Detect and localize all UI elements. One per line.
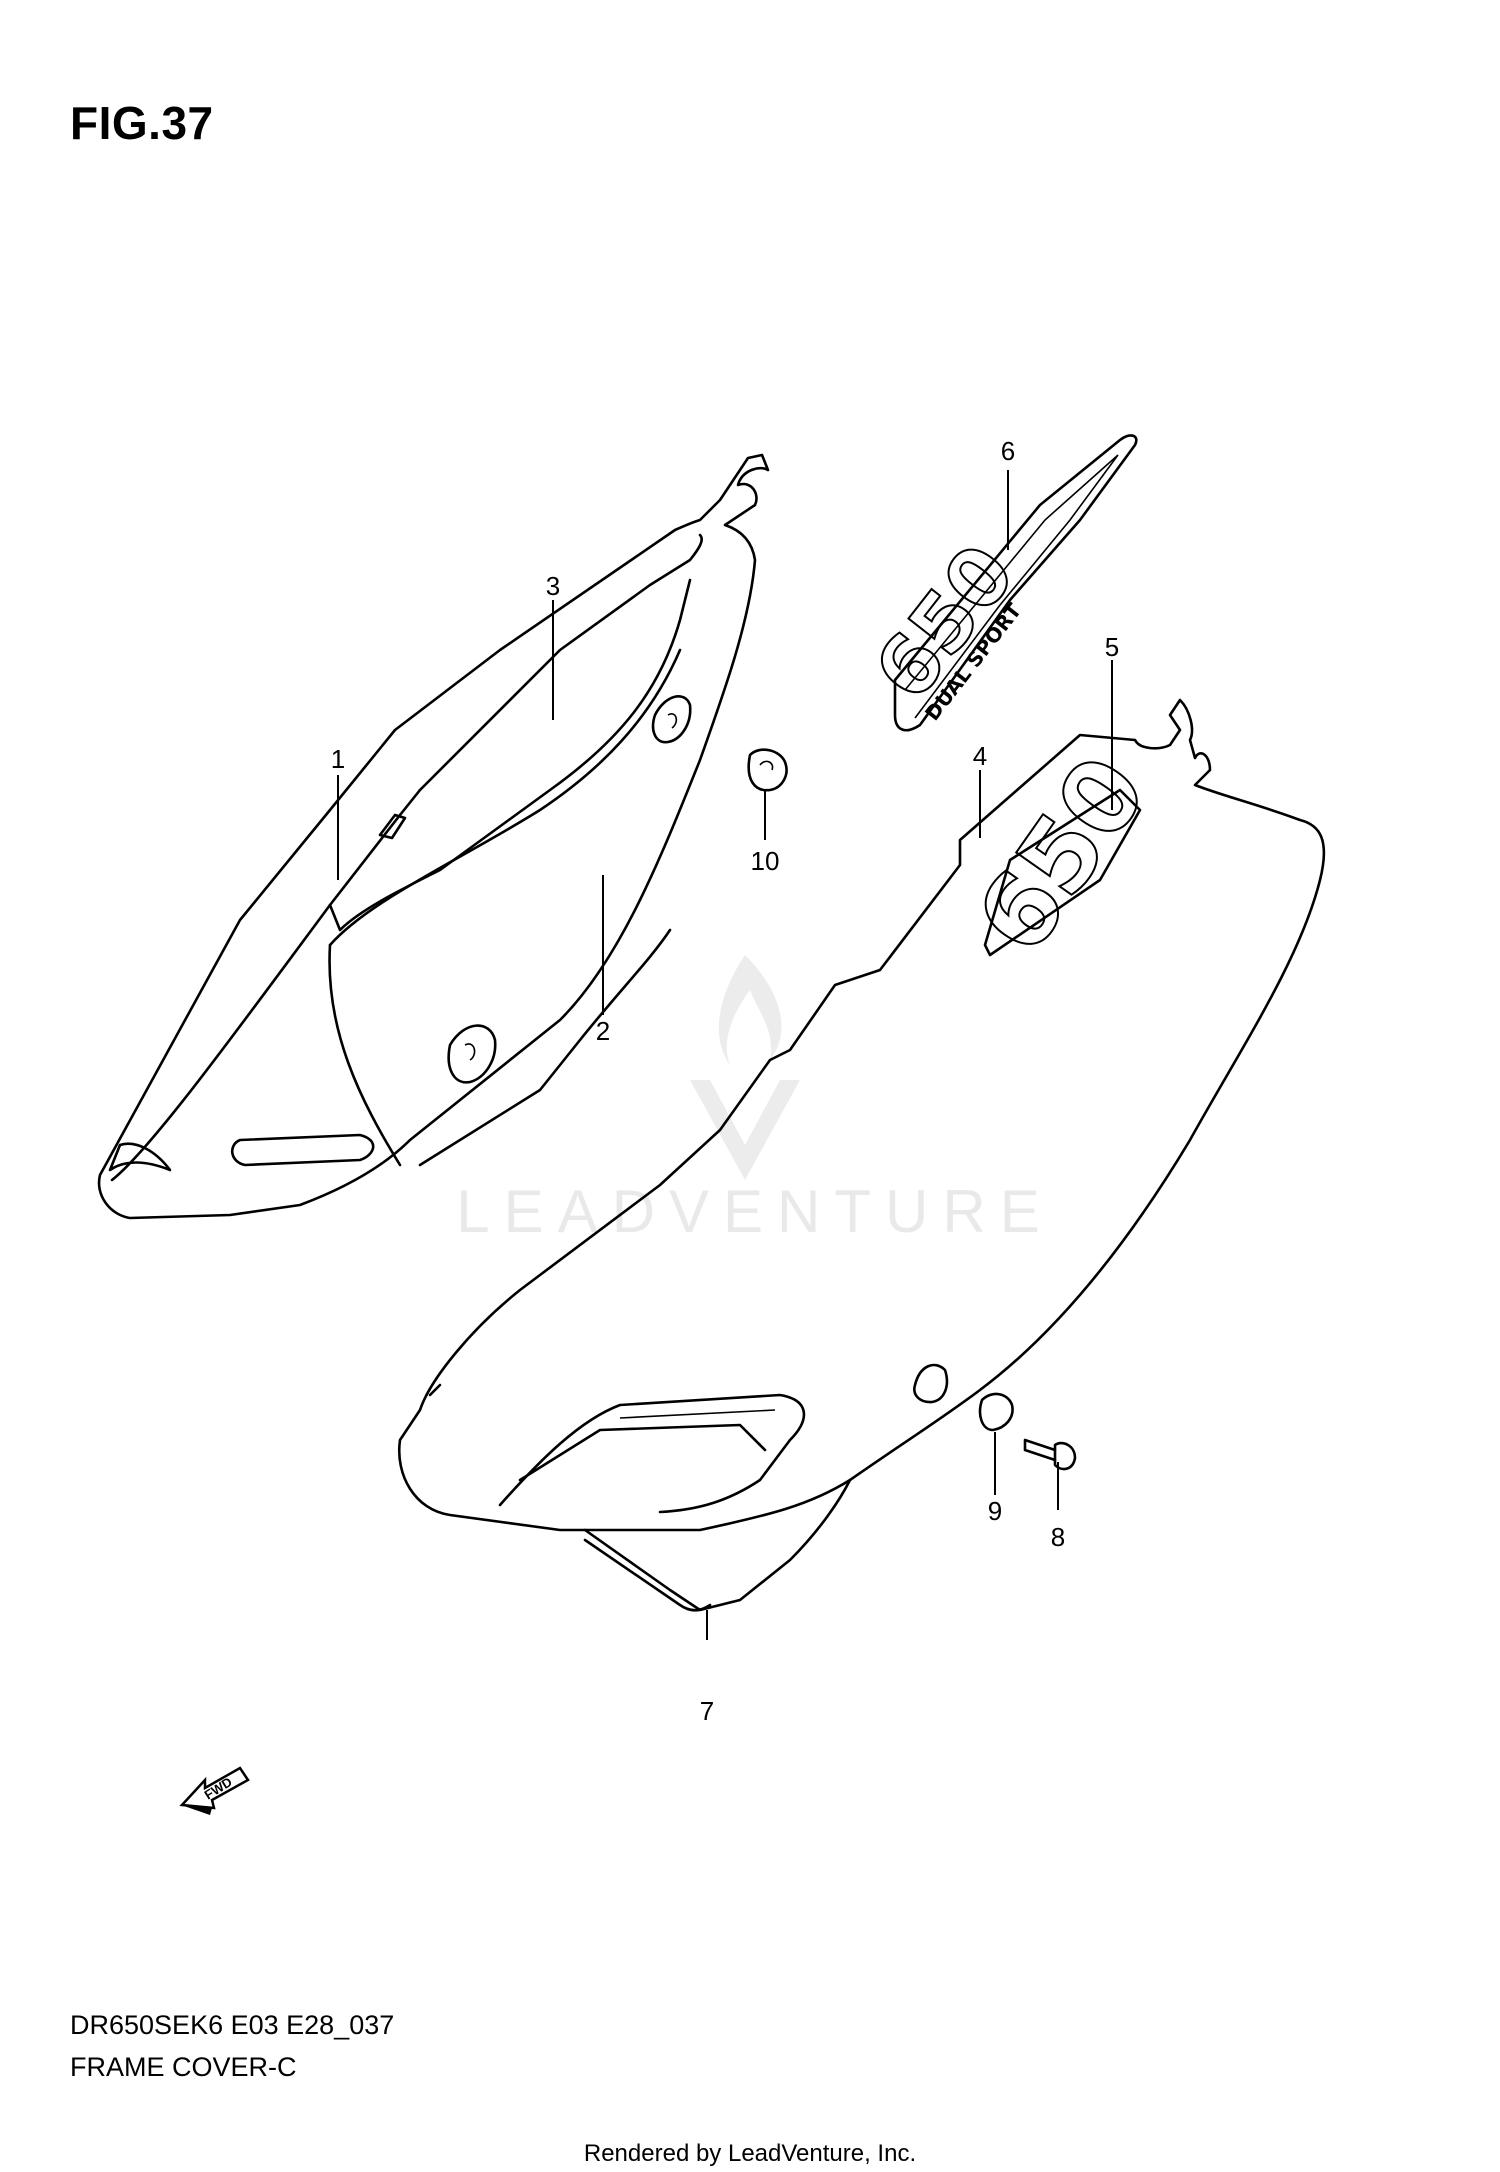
- watermark-text: LEADVENTURE: [456, 1178, 1053, 1245]
- callout-4: 4: [973, 741, 987, 771]
- callout-numbers: 1 2 3 4 5 6 7 8 9 10: [331, 436, 1119, 1726]
- right-frame-cover: 650: [397, 698, 1326, 1612]
- left-frame-cover: [97, 453, 770, 1220]
- flame-logo-icon: [690, 955, 800, 1180]
- callout-10: 10: [751, 846, 780, 876]
- callout-9: 9: [988, 1496, 1002, 1526]
- section-name: FRAME COVER-C: [70, 2052, 297, 2082]
- callout-2: 2: [596, 1016, 610, 1046]
- footer-credit: Rendered by LeadVenture, Inc.: [583, 2140, 917, 2167]
- model-code: DR650SEK6 E03 E28_037: [70, 2010, 395, 2040]
- figure-title: FIG.37: [70, 97, 214, 149]
- emblem-part-6: 650 DUAL SPORT: [856, 434, 1138, 732]
- callout-leaders: [337, 470, 1113, 1640]
- callout-6: 6: [1001, 436, 1015, 466]
- grommet-part-9: [978, 1392, 1014, 1432]
- watermark: LEADVENTURE: [456, 955, 1053, 1245]
- callout-8: 8: [1051, 1522, 1065, 1552]
- callout-5: 5: [1105, 632, 1119, 662]
- fwd-arrow-icon: FWD: [179, 1766, 250, 1815]
- grommet-part-10: [747, 748, 788, 792]
- callout-7: 7: [700, 1696, 714, 1726]
- callout-3: 3: [546, 571, 560, 601]
- screw-part-8: [1023, 1438, 1077, 1471]
- callout-1: 1: [331, 744, 345, 774]
